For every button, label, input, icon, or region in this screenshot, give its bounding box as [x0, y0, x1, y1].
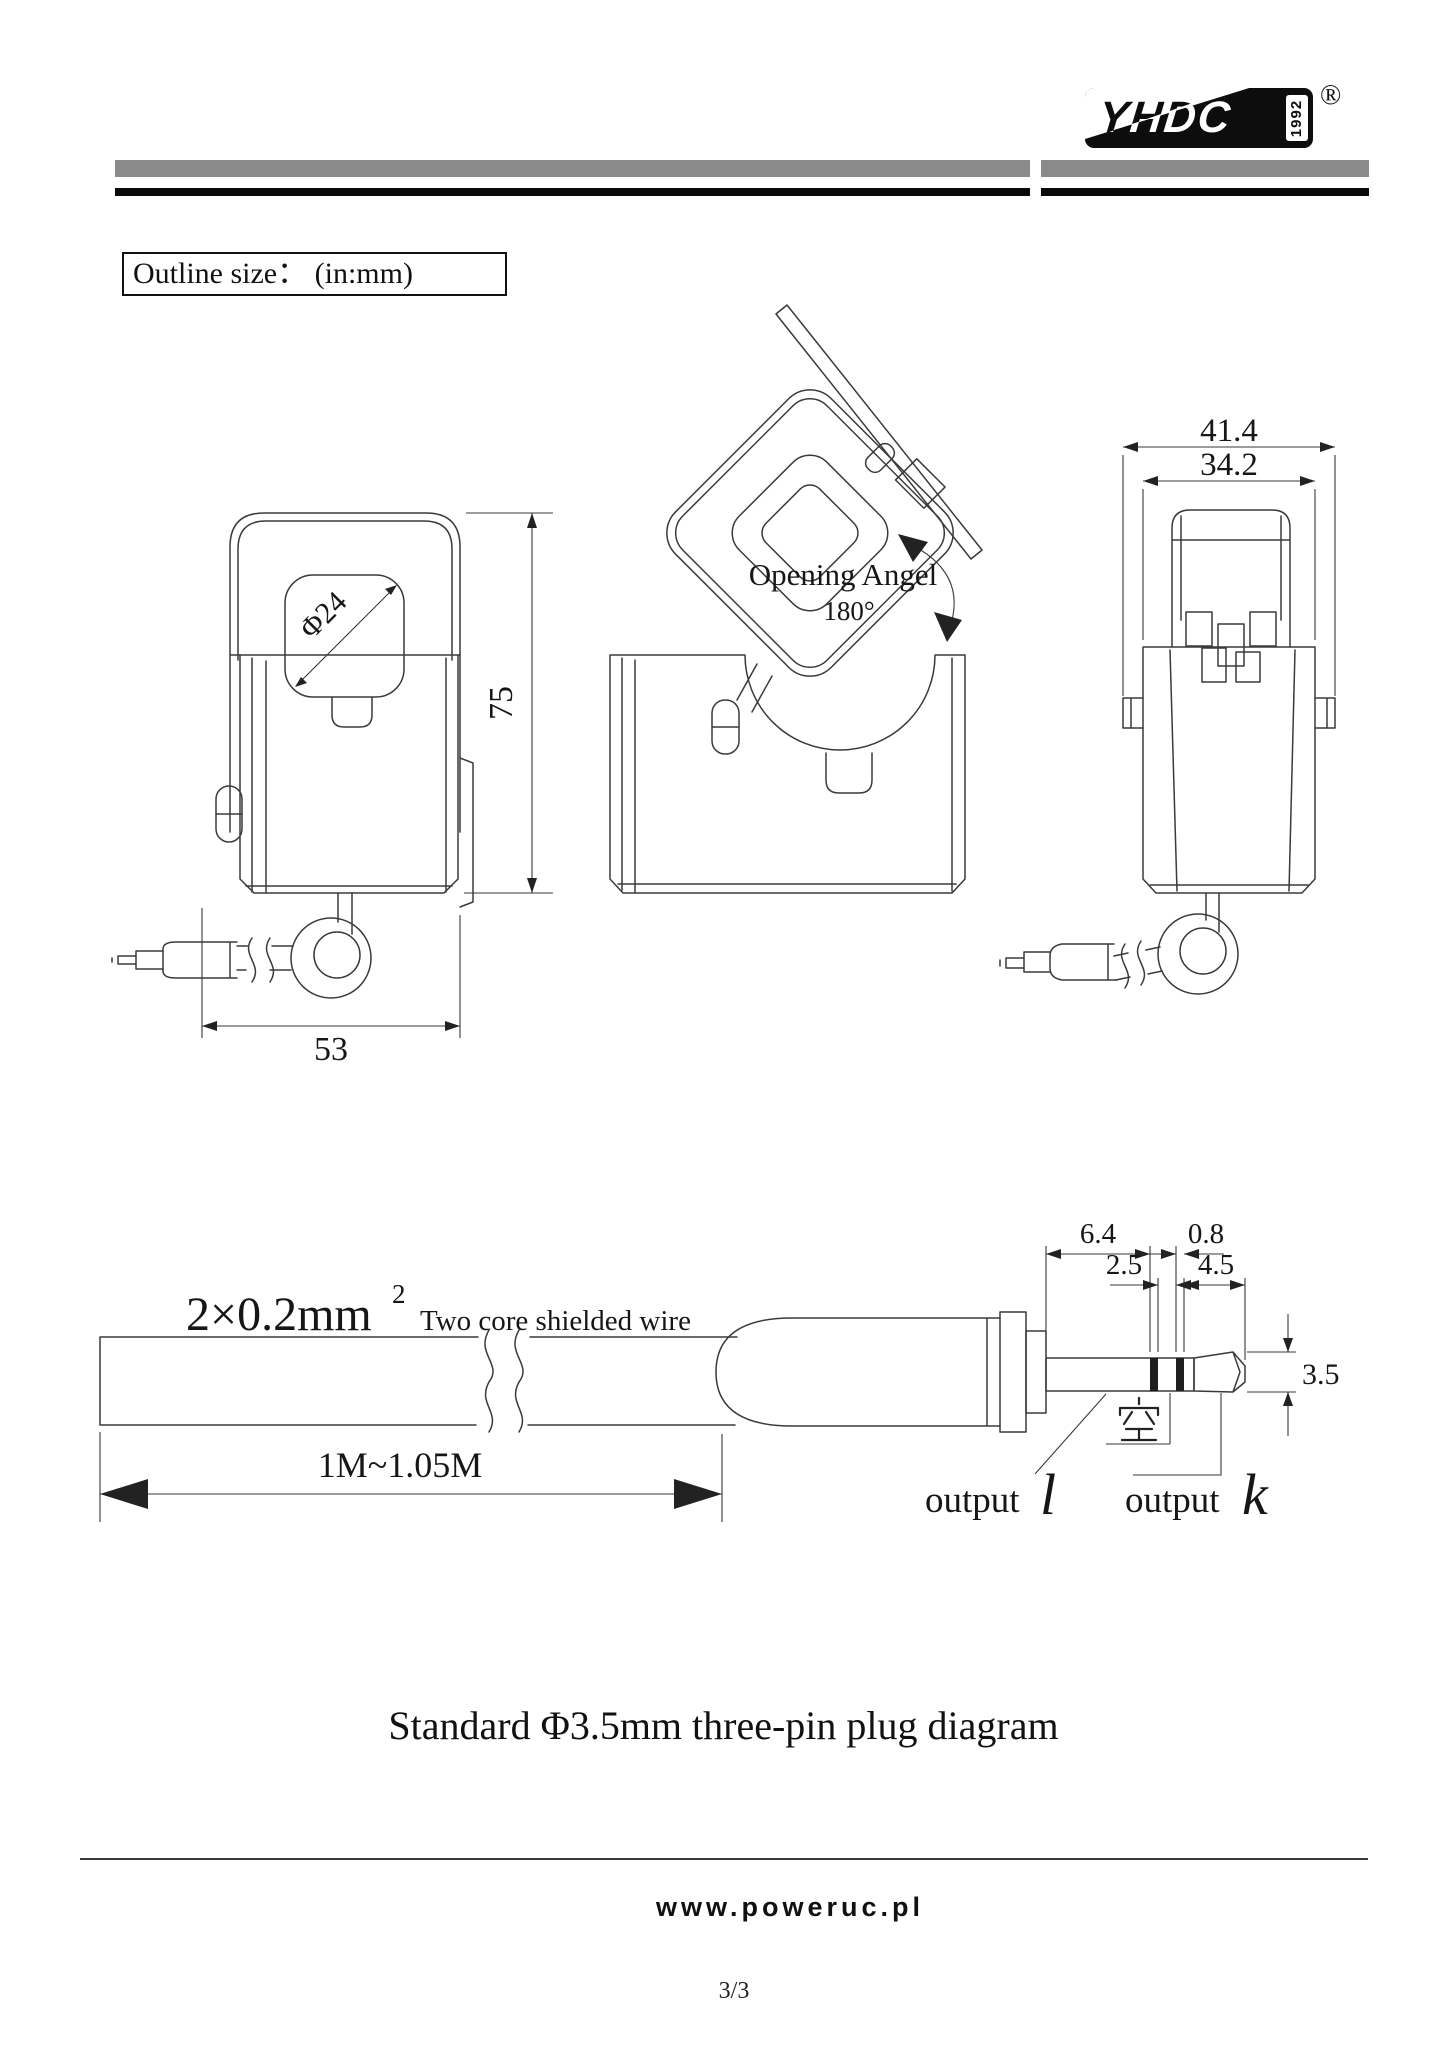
dim-ring-length: 2.5	[1106, 1249, 1142, 1281]
dim-hole-diameter: Φ24	[293, 585, 353, 645]
front-view: Φ24 75 53	[111, 512, 553, 1068]
wire-description: Two core shielded wire	[420, 1305, 691, 1337]
registered-trademark-icon: ®	[1320, 80, 1342, 111]
logo-year-strip: 1992	[1286, 95, 1308, 141]
plug-diagram-caption: Standard Φ3.5mm three-pin plug diagram	[388, 1703, 1059, 1748]
opening-angle-label: Opening Angel	[749, 557, 938, 592]
plug-insulator-ring-1	[1150, 1358, 1158, 1391]
page-number: 3/3	[718, 1978, 750, 2004]
dim-cable-length: 1M~1.05M	[318, 1445, 483, 1485]
footer-website: www.poweruc.pl	[655, 1892, 925, 1922]
header-black-bar-right	[1041, 188, 1369, 196]
plug-insulator-ring-2	[1176, 1358, 1184, 1391]
yhdc-logo: YHDC YHDC 1992	[1085, 88, 1313, 148]
dim-tip-diameter: 3.5	[1302, 1358, 1340, 1391]
dim-height: 75	[483, 686, 520, 720]
side-view: 41.4 34.2	[999, 413, 1336, 995]
output-l-symbol: l	[1040, 1462, 1056, 1527]
header-gray-bar-right	[1041, 160, 1369, 177]
wire-spec-exponent: 2	[392, 1279, 406, 1309]
empty-char-glyph	[1118, 1396, 1160, 1442]
header-black-bar-left	[115, 188, 1030, 196]
dim-tip-length: 4.5	[1198, 1249, 1234, 1281]
output-k-label: output	[1125, 1480, 1220, 1521]
output-k-symbol: k	[1242, 1462, 1269, 1527]
output-l-label: output	[925, 1480, 1020, 1521]
dim-insulator-width: 0.8	[1188, 1218, 1224, 1250]
outline-size-label: Outline size： (in:mm)	[122, 252, 507, 296]
wire-spec: 2×0.2mm	[186, 1288, 372, 1341]
dim-side-outer-width: 41.4	[1200, 413, 1258, 449]
dim-width: 53	[314, 1031, 348, 1068]
dim-side-inner-width: 34.2	[1200, 447, 1258, 483]
plug-diagram: 2×0.2mm 2 Two core shielded wire 1M~1.05…	[99, 1218, 1340, 1527]
header-gray-bar-left	[115, 160, 1030, 177]
dim-sleeve-length: 6.4	[1080, 1218, 1117, 1250]
footer-divider	[80, 1858, 1368, 1860]
opening-angle-value: 180°	[823, 596, 874, 626]
open-view: Opening Angel 180°	[609, 304, 983, 894]
